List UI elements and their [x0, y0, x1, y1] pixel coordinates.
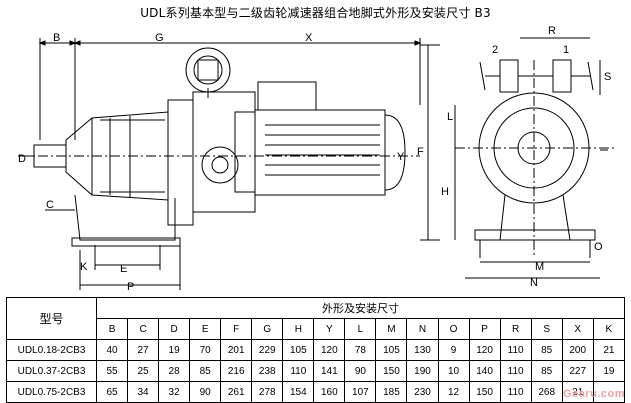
- table-cell: 32: [158, 381, 191, 403]
- model-cell: UDL0.75-2CB3: [6, 381, 97, 403]
- column-header: G: [251, 318, 284, 340]
- table-cell: 90: [344, 360, 377, 382]
- table-cell: 154: [282, 381, 315, 403]
- table-cell: 150: [375, 360, 408, 382]
- column-header: N: [406, 318, 439, 340]
- table-cell: 70: [189, 339, 222, 361]
- table-row: UDL0.18-2CB3 40 27 19 70 201 229 105 120…: [6, 339, 626, 361]
- table-row: UDL0.37-2CB3 55 25 28 85 216 238 110 141…: [6, 360, 626, 382]
- label-L: L: [447, 111, 453, 123]
- column-header: R: [499, 318, 532, 340]
- table-cell: 85: [530, 360, 563, 382]
- table-cell: 216: [220, 360, 253, 382]
- label-C: C: [46, 199, 54, 211]
- drawing-title: UDL系列基本型与二级齿轮减速器组合地脚式外形及安装尺寸 B3: [140, 6, 491, 20]
- column-header: M: [375, 318, 408, 340]
- table-cell: 110: [499, 360, 532, 382]
- column-header: Y: [313, 318, 346, 340]
- table-cell: 40: [95, 339, 129, 361]
- label-Y: Y: [397, 151, 405, 163]
- table-cell: 150: [468, 381, 501, 403]
- table-cell: 19: [592, 360, 626, 382]
- table-cell: 85: [189, 360, 222, 382]
- label-D: D: [18, 153, 26, 165]
- table-cell: 120: [313, 339, 346, 361]
- table-cell: 90: [189, 381, 222, 403]
- table-cell: 78: [344, 339, 377, 361]
- column-header: H: [282, 318, 315, 340]
- dimension-drawing: B G X R 1 2 S L F H D Y C E K P M N O: [18, 25, 615, 293]
- table-row: UDL0.75-2CB3 65 34 32 90 261 278 154 160…: [6, 381, 626, 403]
- table-cell: 27: [127, 339, 160, 361]
- table-cell: 230: [406, 381, 439, 403]
- table-cell: 9: [437, 339, 470, 361]
- table-cell: 28: [158, 360, 191, 382]
- column-header: C: [127, 318, 160, 340]
- label-M: M: [535, 261, 544, 273]
- label-X: X: [305, 32, 313, 44]
- table-cell: 190: [406, 360, 439, 382]
- dimensions-group-header: 外形及安装尺寸: [96, 297, 625, 319]
- table-cell: 120: [468, 339, 501, 361]
- table-cell: 19: [158, 339, 191, 361]
- table-cell: 278: [251, 381, 284, 403]
- label-E: E: [120, 263, 127, 275]
- label-K: K: [80, 261, 88, 273]
- column-header-row: B C D E F G H Y L M N O P R S X K: [7, 318, 626, 340]
- column-header: S: [530, 318, 563, 340]
- table-cell: 185: [375, 381, 408, 403]
- table-cell: 55: [95, 360, 129, 382]
- table-cell: 110: [499, 381, 532, 403]
- table-cell: 160: [313, 381, 346, 403]
- label-S: S: [604, 71, 611, 83]
- table-cell: 227: [561, 360, 594, 382]
- label-H: H: [441, 186, 449, 198]
- table-cell: 110: [499, 339, 532, 361]
- column-header: P: [468, 318, 501, 340]
- column-header: E: [189, 318, 222, 340]
- table-cell: 268: [530, 381, 563, 403]
- label-G: G: [155, 32, 164, 44]
- table-cell: 34: [127, 381, 160, 403]
- table-cell: 12: [437, 381, 470, 403]
- label-B: B: [53, 32, 60, 44]
- label-N: N: [530, 277, 538, 289]
- table-cell: 65: [95, 381, 129, 403]
- table-cell: 201: [220, 339, 253, 361]
- watermark: Gearu.com: [563, 388, 625, 400]
- table-cell: 229: [251, 339, 284, 361]
- model-header: 型号: [6, 297, 97, 340]
- model-cell: UDL0.37-2CB3: [6, 360, 97, 382]
- table-cell: 140: [468, 360, 501, 382]
- label-1: 1: [563, 44, 569, 56]
- table-cell: 130: [406, 339, 439, 361]
- column-header: X: [561, 318, 594, 340]
- column-header: K: [592, 318, 626, 340]
- label-R: R: [548, 25, 556, 37]
- table-cell: 141: [313, 360, 346, 382]
- dimension-table: 型号 外形及安装尺寸 B C D E F G H Y L M N O P R S…: [6, 297, 626, 403]
- column-header: B: [95, 318, 129, 340]
- table-cell: 200: [561, 339, 594, 361]
- table-cell: 21: [592, 339, 626, 361]
- label-P: P: [127, 281, 134, 293]
- column-header: F: [220, 318, 253, 340]
- column-header: D: [158, 318, 191, 340]
- table-cell: 10: [437, 360, 470, 382]
- column-header: L: [344, 318, 377, 340]
- label-F: F: [417, 146, 424, 158]
- table-cell: 85: [530, 339, 563, 361]
- table-cell: 105: [375, 339, 408, 361]
- table-cell: 110: [282, 360, 315, 382]
- column-header: O: [437, 318, 470, 340]
- model-cell: UDL0.18-2CB3: [6, 339, 97, 361]
- table-cell: 261: [220, 381, 253, 403]
- label-2: 2: [492, 44, 498, 56]
- table-cell: 238: [251, 360, 284, 382]
- label-O: O: [594, 241, 603, 253]
- table-cell: 107: [344, 381, 377, 403]
- table-cell: 25: [127, 360, 160, 382]
- table-cell: 105: [282, 339, 315, 361]
